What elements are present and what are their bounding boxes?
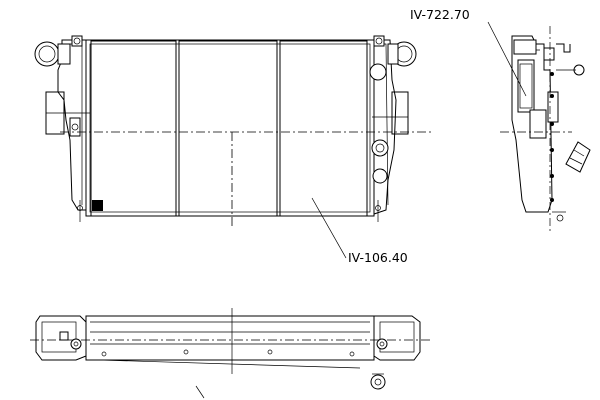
core-section-left — [90, 40, 177, 217]
bottom-view-core — [85, 315, 375, 361]
leader-line — [487, 21, 527, 97]
core-section-right — [279, 40, 368, 217]
bottom-drain-fitting — [370, 374, 386, 390]
leader-line — [311, 197, 347, 259]
side-view — [500, 26, 591, 232]
part-number-label: IV-106.40 — [348, 250, 408, 265]
side-inlet-flange — [513, 39, 537, 55]
front-view — [34, 35, 432, 228]
core-section-middle — [178, 40, 278, 217]
inlet-pipe-left — [34, 41, 60, 67]
mount-bracket-right — [391, 91, 409, 135]
radiator-core-frame — [85, 39, 375, 217]
part-number-label: IV-722.70 — [410, 7, 470, 22]
drain-plug-marker — [92, 200, 103, 211]
sensor-port — [371, 139, 389, 157]
callout-side-part: IV-722.70 — [410, 7, 527, 97]
bottom-left-end-cap — [35, 315, 87, 361]
bottom-view — [30, 308, 430, 399]
right-tank — [369, 35, 417, 222]
callout-core-part: IV-106.40 — [311, 197, 408, 265]
bottom-right-end-cap — [373, 315, 421, 361]
left-tank — [34, 35, 103, 222]
side-outlet-pipe — [565, 141, 591, 173]
